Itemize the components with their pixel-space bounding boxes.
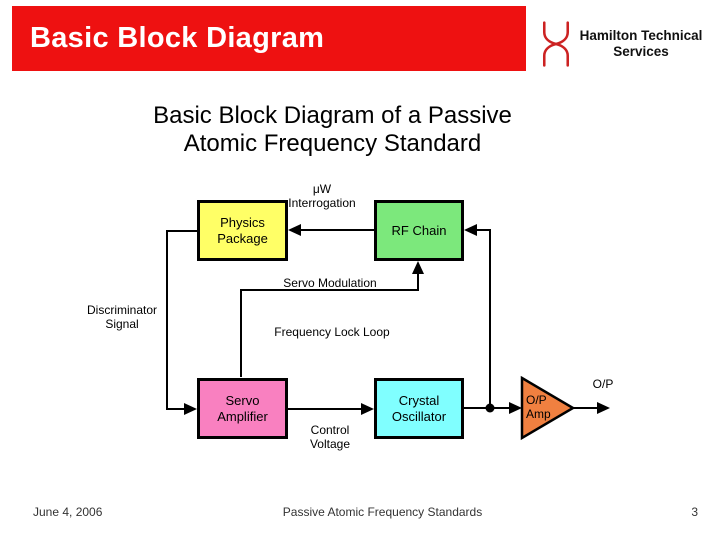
label-frequency-lock-loop: Frequency Lock Loop — [274, 325, 390, 339]
footer-date: June 4, 2006 — [33, 505, 103, 519]
arrowhead-output — [597, 402, 610, 414]
block-rf-chain: RF Chain — [374, 200, 464, 261]
label-servo-modulation: Servo Modulation — [283, 276, 377, 290]
label-discriminator-signal: Discriminator Signal — [86, 303, 157, 331]
hourglass-logo-icon — [542, 21, 570, 67]
arrowhead-into-rf-bottom — [412, 261, 424, 274]
block-crystal-oscillator: Crystal Oscillator — [374, 378, 464, 439]
arrowhead-into-servo — [184, 403, 197, 415]
label-control-voltage: Control Voltage — [309, 423, 351, 451]
header-title: Basic Block Diagram — [30, 22, 325, 54]
arrowhead-into-crystal — [361, 403, 374, 415]
company-name: Hamilton Technical Services — [572, 28, 710, 60]
company-name-line1: Hamilton Technical — [579, 28, 703, 43]
arrowhead-into-physics — [288, 224, 301, 236]
op-amp-triangle — [520, 375, 576, 441]
label-uw-interrogation: μW Interrogation — [288, 182, 356, 210]
junction-dot — [485, 403, 495, 413]
label-output: O/P — [592, 377, 614, 391]
block-physics-package: Physics Package — [197, 200, 288, 261]
label-op-amp: O/P Amp — [526, 393, 551, 421]
company-logo: Hamilton Technical Services — [540, 20, 710, 68]
header-bar: Basic Block Diagram — [12, 6, 526, 71]
footer-page-number: 3 — [691, 505, 698, 519]
arrowhead-into-rf-right — [464, 224, 477, 236]
connector-discriminator-signal — [166, 230, 197, 410]
footer-title: Passive Atomic Frequency Standards — [282, 505, 483, 519]
block-servo-amplifier: Servo Amplifier — [197, 378, 288, 439]
slide-title: Basic Block Diagram of a Passive Atomic … — [153, 102, 512, 157]
company-name-line2: Services — [613, 44, 669, 59]
connector-servo-modulation — [240, 266, 419, 377]
connector-feedback-to-rf — [470, 229, 491, 408]
arrowhead-into-amp — [509, 402, 522, 414]
